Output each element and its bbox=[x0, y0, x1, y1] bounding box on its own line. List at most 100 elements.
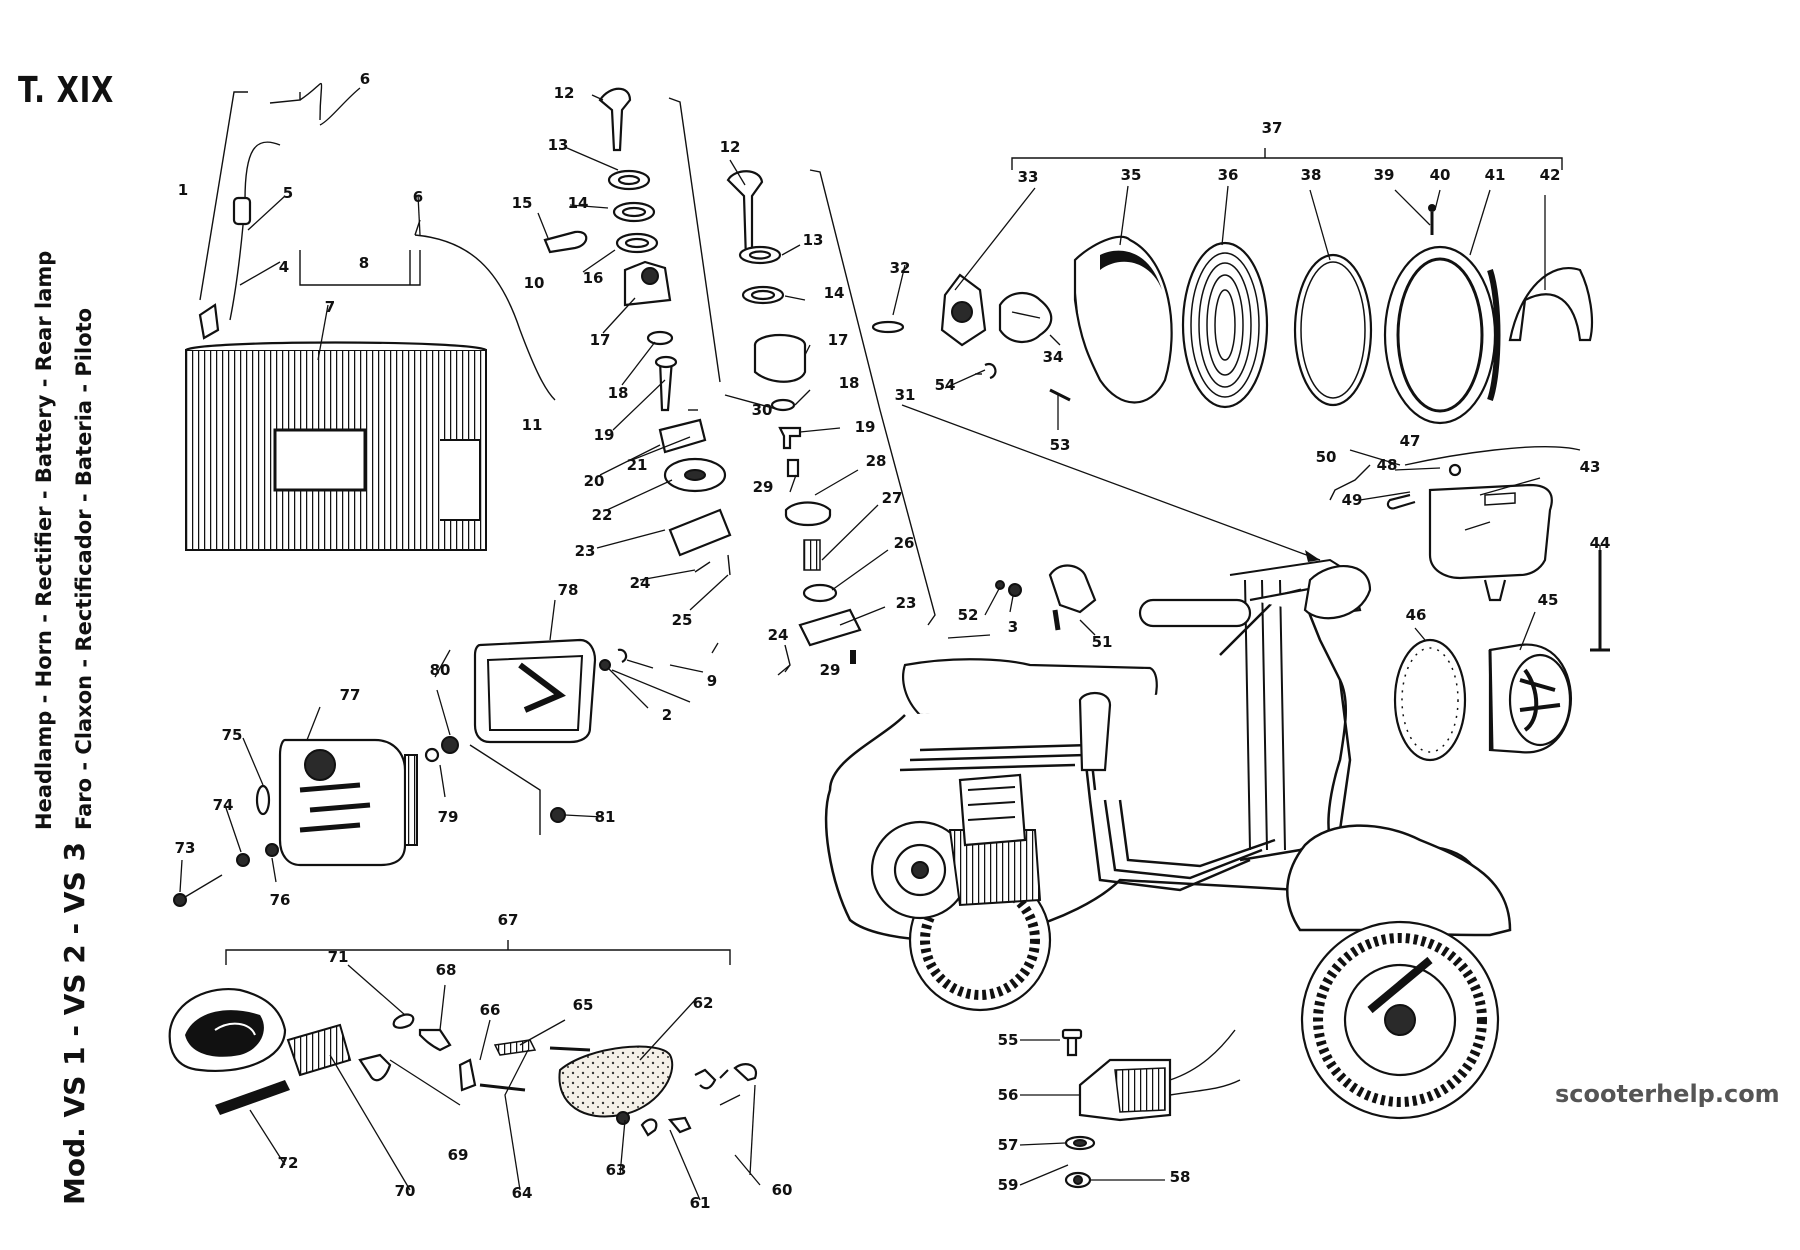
part-number-64: 64 bbox=[512, 1184, 533, 1202]
part-number-labels: 1234578910111516202122252627283031323334… bbox=[175, 70, 1611, 1212]
battery-cable-10 bbox=[414, 234, 556, 401]
rectifier-unit-group bbox=[1061, 1028, 1241, 1189]
rear-lamp-part-69 bbox=[358, 1053, 392, 1082]
headlamp-icon bbox=[1073, 235, 1173, 404]
part-number-40: 40 bbox=[1430, 166, 1451, 184]
part-number-23b: 23 bbox=[896, 594, 917, 612]
part-number-18b: 18 bbox=[839, 374, 860, 392]
part-number-20: 20 bbox=[584, 472, 605, 490]
part-number-45: 45 bbox=[1538, 591, 1559, 609]
part-number-2: 2 bbox=[662, 706, 672, 724]
part-number-41: 41 bbox=[1485, 166, 1506, 184]
part-number-10: 10 bbox=[524, 274, 545, 292]
part-number-5: 5 bbox=[283, 184, 293, 202]
part-number-35: 35 bbox=[1121, 166, 1142, 184]
rear-lamp-part-66 bbox=[458, 1058, 477, 1092]
part-number-6a: 6 bbox=[360, 70, 370, 88]
rear-lamp-part-68 bbox=[418, 1028, 452, 1052]
lead-31 bbox=[901, 404, 1321, 561]
part-number-62: 62 bbox=[693, 994, 714, 1012]
part-number-21: 21 bbox=[627, 456, 648, 474]
part-number-77: 77 bbox=[340, 686, 361, 704]
headlamp-visor-42 bbox=[1508, 267, 1594, 342]
watermark: scooterhelp.com bbox=[1555, 1080, 1780, 1108]
ignition-switch-group bbox=[543, 87, 781, 576]
part-number-17a: 17 bbox=[590, 331, 611, 349]
part-number-37: 37 bbox=[1262, 119, 1283, 137]
table-code: T. XIX bbox=[18, 70, 115, 111]
part-number-58: 58 bbox=[1170, 1168, 1191, 1186]
part-number-66: 66 bbox=[480, 1001, 501, 1019]
part-number-13b: 13 bbox=[803, 231, 824, 249]
part-number-18a: 18 bbox=[608, 384, 629, 402]
rear-lamp-part-65 bbox=[493, 1039, 537, 1056]
ignition-key-icon bbox=[598, 87, 632, 152]
part-number-79: 79 bbox=[438, 808, 459, 826]
part-number-32: 32 bbox=[890, 259, 911, 277]
headlamp-lens-36 bbox=[1181, 241, 1269, 409]
part-number-4: 4 bbox=[279, 258, 289, 276]
part-number-29b: 29 bbox=[820, 661, 841, 679]
part-number-38: 38 bbox=[1301, 166, 1322, 184]
handlebar-grip bbox=[1138, 598, 1252, 628]
part-number-23a: 23 bbox=[575, 542, 596, 560]
part-number-61: 61 bbox=[690, 1194, 711, 1212]
part-number-19a: 19 bbox=[594, 426, 615, 444]
part-number-68: 68 bbox=[436, 961, 457, 979]
part-number-59: 59 bbox=[998, 1176, 1019, 1194]
battery-group bbox=[185, 82, 556, 551]
bracket-1 bbox=[199, 91, 248, 301]
part-number-8: 8 bbox=[359, 254, 369, 272]
rear-lamp-parts-group bbox=[168, 940, 758, 1137]
rectifier-icon bbox=[473, 638, 597, 744]
part-number-9: 9 bbox=[707, 672, 717, 690]
battery-lead-fuse bbox=[232, 196, 252, 226]
part-number-29a: 29 bbox=[753, 478, 774, 496]
rear-lamp-plate-72 bbox=[215, 1080, 290, 1115]
part-number-36: 36 bbox=[1218, 166, 1239, 184]
part-number-30: 30 bbox=[752, 401, 773, 419]
part-number-17b: 17 bbox=[828, 331, 849, 349]
headlamp-seal-38 bbox=[1293, 253, 1373, 407]
part-number-70: 70 bbox=[395, 1182, 416, 1200]
horn-regulator-77 bbox=[278, 738, 407, 867]
battery-terminal bbox=[198, 303, 220, 340]
part-number-24a: 24 bbox=[630, 574, 651, 592]
part-number-42: 42 bbox=[1540, 166, 1561, 184]
part-number-31: 31 bbox=[895, 386, 916, 404]
ignition-clip-15 bbox=[543, 230, 588, 254]
part-number-63: 63 bbox=[606, 1161, 627, 1179]
part-number-55: 55 bbox=[998, 1031, 1019, 1049]
part-number-54: 54 bbox=[935, 376, 956, 394]
part-number-65: 65 bbox=[573, 996, 594, 1014]
rear-lamp-icon bbox=[1428, 483, 1553, 580]
part-number-43: 43 bbox=[1580, 458, 1601, 476]
part-number-11: 11 bbox=[522, 416, 543, 434]
scooter-icon bbox=[824, 404, 1512, 1120]
contact-plate-23 bbox=[668, 508, 732, 557]
part-number-3: 3 bbox=[1008, 618, 1018, 636]
part-number-1: 1 bbox=[178, 181, 188, 199]
part-number-60: 60 bbox=[772, 1181, 793, 1199]
part-number-15: 15 bbox=[512, 194, 533, 212]
rear-lamp-group bbox=[1329, 446, 1610, 762]
part-number-27: 27 bbox=[882, 489, 903, 507]
part-number-13a: 13 bbox=[548, 136, 569, 154]
part-number-76: 76 bbox=[270, 891, 291, 909]
part-number-12a: 12 bbox=[554, 84, 575, 102]
ignition-switch-group-2 bbox=[726, 169, 936, 676]
part-number-72: 72 bbox=[278, 1154, 299, 1172]
front-mudguard bbox=[1286, 824, 1512, 937]
part-number-78: 78 bbox=[558, 581, 579, 599]
headlamp-rim-41 bbox=[1383, 245, 1497, 425]
part-number-46: 46 bbox=[1406, 606, 1427, 624]
part-number-34: 34 bbox=[1043, 348, 1064, 366]
part-number-33: 33 bbox=[1018, 168, 1039, 186]
part-number-80: 80 bbox=[430, 661, 451, 679]
part-number-73: 73 bbox=[175, 839, 196, 857]
part-number-44: 44 bbox=[1590, 534, 1611, 552]
part-number-22: 22 bbox=[592, 506, 613, 524]
part-number-57: 57 bbox=[998, 1136, 1019, 1154]
rear-lamp-lens-70 bbox=[286, 1023, 352, 1077]
